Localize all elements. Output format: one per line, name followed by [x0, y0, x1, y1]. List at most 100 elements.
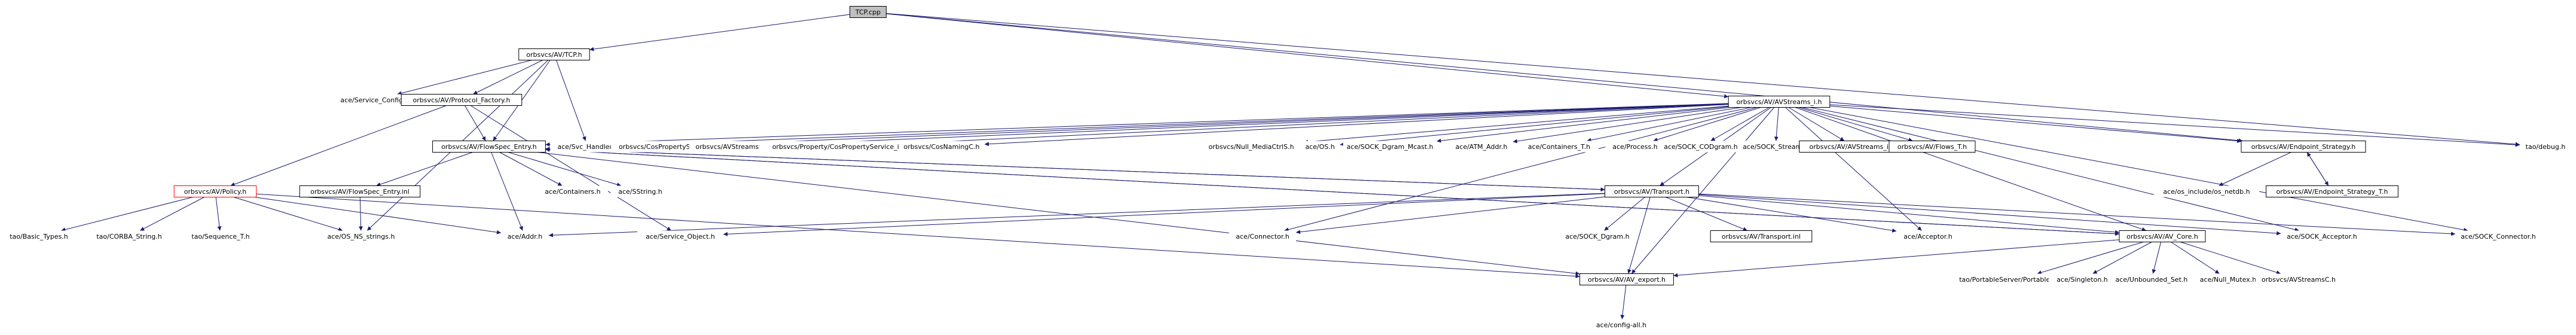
edge-av_core-to-avstreams_c	[2180, 242, 2281, 275]
node-tcp-cpp[interactable]: TCP.cpp	[850, 6, 887, 18]
node-label: ace/Acceptor.h	[1903, 233, 1952, 240]
node-transport-inl[interactable]: orbsvcs/AV/Transport.inl	[1710, 230, 1813, 242]
node-av-core[interactable]: orbsvcs/AV/AV_Core.h	[2119, 230, 2206, 242]
node-sock-dgram-mcast[interactable]: ace/SOCK_Dgram_Mcast.h	[1343, 141, 1437, 153]
node-cosproperty-s[interactable]: orbsvcs/CosPropertyS.h	[610, 141, 705, 153]
node-box	[1199, 141, 1304, 153]
node-basic-types[interactable]: tao/Basic_Types.h	[1, 230, 77, 242]
node-unbounded-set[interactable]: ace/Unbounded_Set.h	[2110, 273, 2193, 285]
edge-avstreams_i-to-endpoint_strategy	[1829, 105, 2242, 143]
node-containers-h[interactable]: ace/Containers.h	[537, 185, 609, 197]
node-label: tao/CORBA_String.h	[96, 233, 161, 240]
node-sock-codgram[interactable]: ace/SOCK_CODgram.h	[1661, 141, 1740, 153]
node-label: orbsvcs/CosNamingC.h	[904, 143, 980, 151]
edge-transport_h-to-acceptor_h	[1686, 197, 1897, 233]
node-box	[2241, 141, 2366, 153]
edge-tcp_cpp-to-endpoint_strategy	[886, 13, 2243, 143]
node-label: orbsvcs/Null_MediaCtrlS.h	[1209, 143, 1294, 151]
node-atm-addr[interactable]: ace/ATM_Addr.h	[1450, 141, 1513, 153]
node-box	[2455, 230, 2541, 242]
node-label: ace/SOCK_Stream.h	[1743, 143, 1808, 151]
edges-layer	[61, 13, 2520, 319]
node-av-export[interactable]: orbsvcs/AV/AV_export.h	[1579, 273, 1674, 285]
node-avstreams-i-inl[interactable]: orbsvcs/AV/AVStreams_i.inl	[1799, 141, 1909, 153]
node-addr-h[interactable]: ace/Addr.h	[501, 230, 549, 242]
edge-av_core-to-av_export	[1673, 239, 2120, 278]
node-os-h[interactable]: ace/OS.h	[1300, 141, 1340, 153]
node-sequence-t[interactable]: tao/Sequence_T.h	[185, 230, 256, 242]
node-box	[1710, 230, 1813, 242]
edge-transport_h-to-sock_dgram	[1604, 197, 1645, 231]
node-acceptor-h[interactable]: ace/Acceptor.h	[1896, 230, 1960, 242]
node-box	[1661, 141, 1740, 153]
edge-avstreams_i-to-sock_acceptor	[1802, 107, 2299, 232]
edge-avstreams_i-to-process_h	[1653, 107, 1761, 142]
node-containers-t[interactable]: ace/Containers_T.h	[1520, 141, 1599, 153]
node-box	[1889, 141, 1976, 153]
edge-av_core-to-unbounded_set	[2152, 242, 2162, 274]
node-service-config[interactable]: ace/Service_Config.h	[332, 94, 418, 106]
node-box	[320, 230, 402, 242]
node-label: orbsvcs/AV/Endpoint_Strategy.h	[2251, 143, 2356, 151]
node-endpoint-strategy[interactable]: orbsvcs/AV/Endpoint_Strategy.h	[2241, 141, 2366, 153]
node-sstring-h[interactable]: ace/SString.h	[610, 185, 670, 197]
node-process-h[interactable]: ace/Process.h	[1605, 141, 1665, 153]
edge-tcp_cpp-to-avstreams_i	[886, 13, 1729, 99]
node-sock-connector[interactable]: ace/SOCK_Connector.h	[2455, 230, 2541, 242]
edge-flowspec_entry-to-addr_h	[491, 152, 523, 231]
node-svc-handler[interactable]: ace/Svc_Handler.h	[550, 141, 625, 153]
edge-av_core-to-portable_server	[2037, 242, 2144, 275]
edge-tcp_h-to-service_config	[397, 60, 532, 96]
edge-avstreams_i-to-avstreams_i_inl	[1788, 107, 1845, 141]
node-label: ace/Addr.h	[508, 233, 543, 240]
node-box	[401, 94, 522, 106]
node-corba-string[interactable]: tao/CORBA_String.h	[90, 230, 169, 242]
node-flowspec-entry[interactable]: orbsvcs/AV/FlowSpec_Entry.h	[432, 141, 546, 153]
node-label: ace/Null_Mutex.h	[2200, 276, 2256, 284]
edge-avstreams_i-to-sock_stream	[1774, 107, 1779, 141]
node-config-all[interactable]: ace/config-all.h	[1585, 319, 1657, 331]
edge-endpoint_strategy-to-os_include_netdb	[2219, 152, 2291, 186]
edge-tcp_cpp-to-tcp_h	[589, 14, 850, 51]
node-label: ace/SOCK_Dgram_Mcast.h	[1346, 143, 1433, 151]
node-sock-stream[interactable]: ace/SOCK_Stream.h	[1738, 141, 1813, 153]
node-box	[1450, 141, 1513, 153]
node-label: orbsvcs/AV/FlowSpec_Entry.h	[441, 143, 537, 151]
node-connector-h[interactable]: ace/Connector.h	[1229, 230, 1296, 242]
edge-av_core-to-null_mutex	[2171, 242, 2220, 274]
node-avstreams-s[interactable]: orbsvcs/AVStreamsS.h	[689, 141, 775, 153]
node-box	[1728, 96, 1831, 108]
node-cospropertyservice-i[interactable]: orbsvcs/Property/CosPropertyService_i.h	[759, 141, 918, 153]
node-transport-h[interactable]: orbsvcs/AV/Transport.h	[1605, 185, 1699, 197]
node-cosnaming-c[interactable]: orbsvcs/CosNamingC.h	[899, 141, 985, 153]
node-os-include-netdb[interactable]: ace/os_include/os_netdb.h	[2154, 185, 2259, 197]
node-policy-h[interactable]: orbsvcs/AV/Policy.h	[173, 185, 257, 197]
node-label: ace/Containers_T.h	[1528, 143, 1590, 151]
node-avstreams-i[interactable]: orbsvcs/AV/AVStreams_i.h	[1728, 96, 1831, 108]
node-box	[1229, 230, 1296, 242]
node-null-media-ctrl[interactable]: orbsvcs/Null_MediaCtrlS.h	[1199, 141, 1304, 153]
node-service-object[interactable]: ace/Service_Object.h	[637, 230, 723, 242]
node-label: ace/Svc_Handler.h	[557, 143, 618, 151]
edge-tcp_h-to-svc_handler	[555, 60, 586, 141]
node-tcp-h[interactable]: orbsvcs/AV/TCP.h	[518, 48, 590, 60]
node-avstreams-c[interactable]: orbsvcs/AVStreamsC.h	[2256, 273, 2342, 285]
node-box	[759, 141, 918, 153]
node-tao-debug[interactable]: tao/debug.h	[2519, 141, 2572, 153]
node-singleton-h[interactable]: ace/Singleton.h	[2049, 273, 2116, 285]
edge-avstreams_i-to-acceptor_h	[1785, 107, 1922, 231]
edge-policy_h-to-sequence_t	[215, 197, 222, 231]
node-sock-dgram[interactable]: ace/SOCK_Dgram.h	[1562, 230, 1633, 242]
node-null-mutex[interactable]: ace/Null_Mutex.h	[2192, 273, 2264, 285]
node-sock-acceptor[interactable]: ace/SOCK_Acceptor.h	[2281, 230, 2363, 242]
edge-transport_h-to-av_core	[1698, 195, 2120, 234]
node-endpoint-strategy-t[interactable]: orbsvcs/AV/Endpoint_Strategy_T.h	[2266, 185, 2398, 197]
node-flows-t[interactable]: orbsvcs/AV/Flows_T.h	[1889, 141, 1976, 153]
node-box	[2119, 230, 2206, 242]
node-label: orbsvcs/Property/CosPropertyService_i.h	[772, 143, 906, 151]
edge-endpoint_strategy_t-to-endpoint_strategy	[2306, 152, 2329, 186]
node-os-ns-strings[interactable]: ace/OS_NS_strings.h	[320, 230, 402, 242]
node-label: orbsvcs/AV/Transport.h	[1614, 188, 1689, 196]
node-flowspec-entry-inl[interactable]: orbsvcs/AV/FlowSpec_Entry.inl	[299, 185, 421, 197]
node-protocol-factory[interactable]: orbsvcs/AV/Protocol_Factory.h	[401, 94, 522, 106]
